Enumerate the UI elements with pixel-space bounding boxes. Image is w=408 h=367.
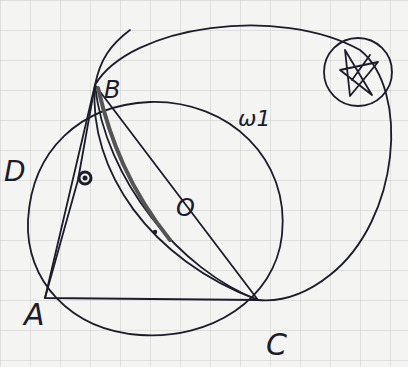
outer-circle-arc — [95, 30, 130, 85]
triangle — [45, 85, 258, 300]
point-label: D — [4, 158, 26, 186]
arc — [94, 85, 258, 300]
side-ab — [45, 85, 95, 298]
small-circle — [324, 38, 392, 106]
shading — [98, 88, 170, 240]
point-d-dot — [83, 176, 88, 181]
point-d — [79, 172, 91, 184]
outer-circle — [95, 25, 391, 300]
center-label: O — [176, 196, 195, 220]
scribble — [340, 50, 378, 96]
vertex-label: C — [266, 330, 287, 360]
vertex-label: B — [104, 78, 120, 102]
arc — [95, 85, 258, 300]
vertex-label: A — [24, 300, 45, 330]
center-point — [153, 230, 157, 234]
circle-label: ω1 — [238, 108, 270, 130]
